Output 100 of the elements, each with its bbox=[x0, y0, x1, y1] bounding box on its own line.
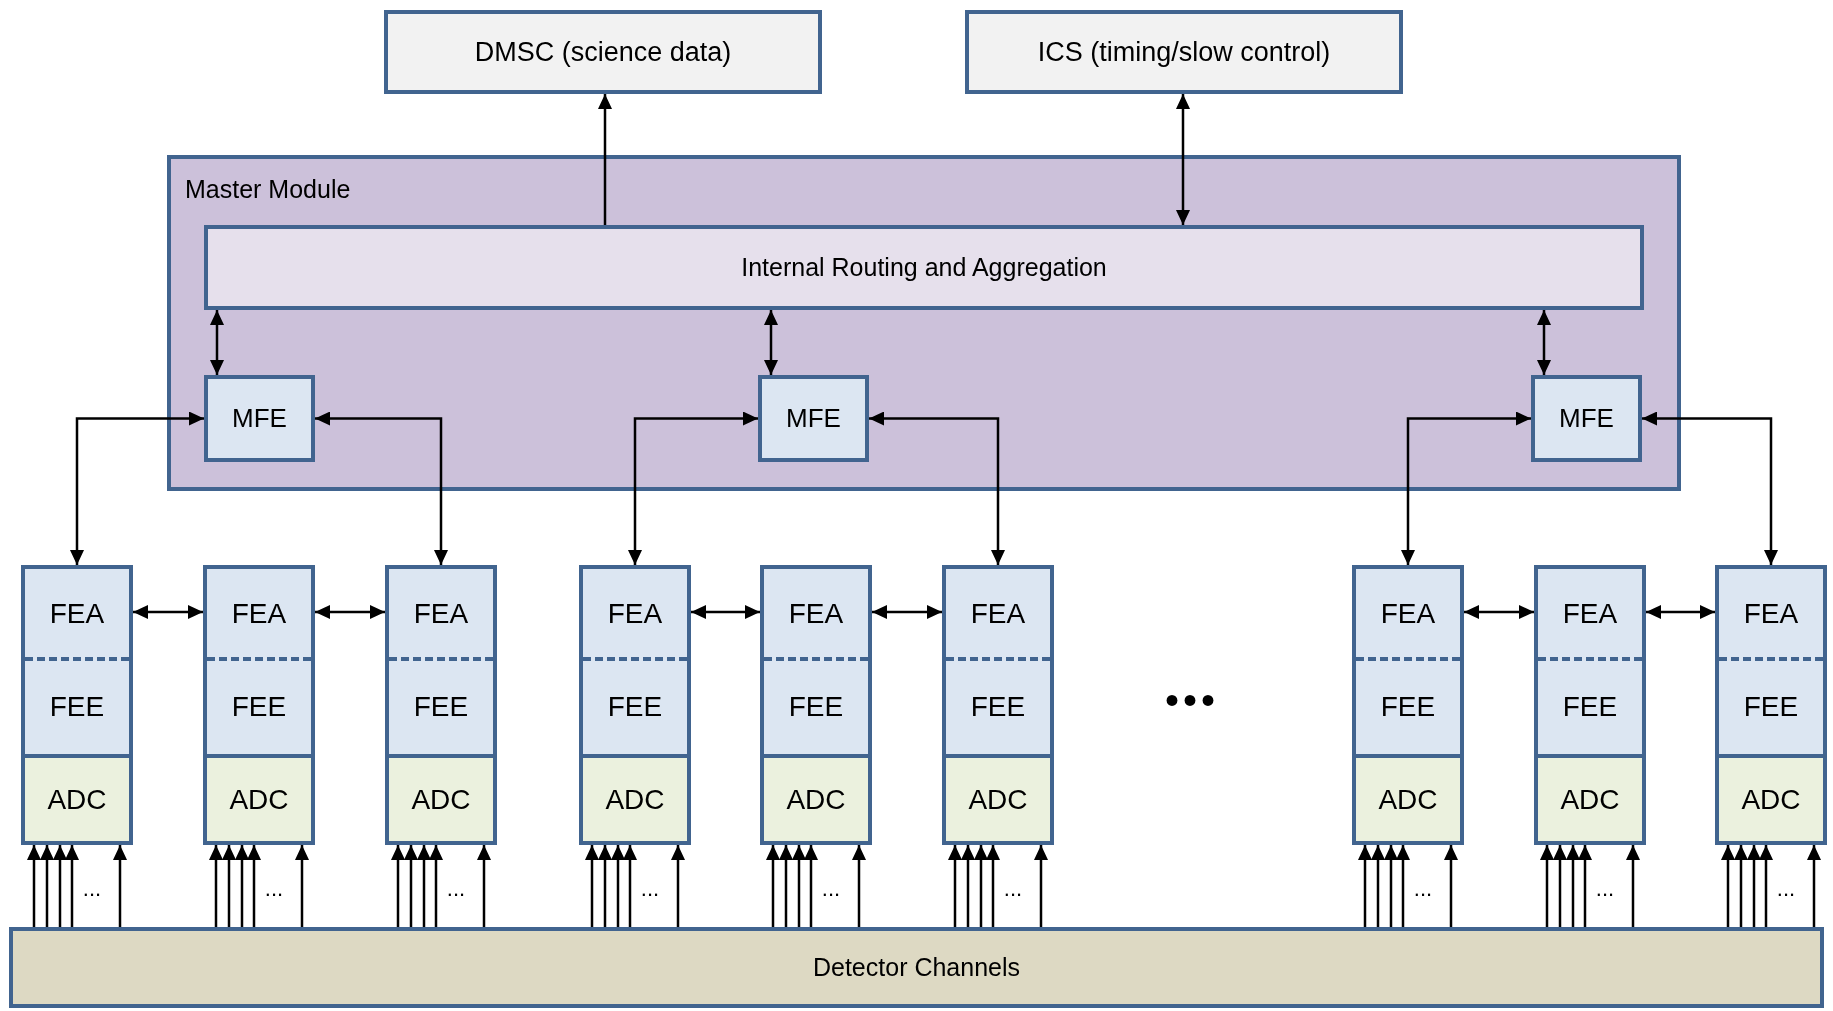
arrow bbox=[1396, 845, 1410, 927]
adc-section bbox=[21, 754, 133, 845]
double-arrow bbox=[1176, 94, 1190, 225]
arrow bbox=[1553, 845, 1567, 927]
fee-section bbox=[203, 659, 315, 754]
mfe-block bbox=[204, 375, 315, 462]
arrow bbox=[417, 845, 431, 927]
box-label: FEE bbox=[1743, 689, 1799, 724]
box-label: Internal Routing and Aggregation bbox=[741, 251, 1107, 283]
arrow bbox=[1747, 845, 1761, 927]
box-label: ADC bbox=[229, 782, 289, 817]
arrow bbox=[27, 845, 41, 927]
arrow bbox=[792, 845, 806, 927]
routing-block bbox=[204, 225, 1644, 310]
system-box bbox=[384, 10, 822, 94]
box-label: MFE bbox=[1559, 402, 1614, 435]
arrow bbox=[40, 845, 54, 927]
arrow bbox=[391, 845, 405, 927]
ellipsis-label: ... bbox=[640, 874, 660, 903]
arrow bbox=[1384, 845, 1398, 927]
adc-section bbox=[1352, 754, 1464, 845]
double-arrow bbox=[210, 310, 224, 375]
box-label: FEE bbox=[1380, 689, 1436, 724]
ellipsis-label: ••• bbox=[1165, 677, 1219, 724]
box-label: ADC bbox=[605, 782, 665, 817]
ellipsis-label: ... bbox=[1413, 874, 1433, 903]
arrow bbox=[1371, 845, 1385, 927]
box-label: ADC bbox=[47, 782, 107, 817]
arrow bbox=[598, 94, 612, 225]
adc-section bbox=[579, 754, 691, 845]
box-label: FEA bbox=[231, 597, 287, 631]
box-label: Detector Channels bbox=[812, 951, 1021, 983]
adc-section bbox=[385, 754, 497, 845]
arrow bbox=[779, 845, 793, 927]
box-label: FEA bbox=[1380, 597, 1436, 631]
arrow bbox=[429, 845, 443, 927]
double-arrow bbox=[315, 411, 448, 565]
arrow bbox=[295, 845, 309, 927]
box-label: ADC bbox=[786, 782, 846, 817]
panel-heading: Master Module bbox=[185, 174, 351, 205]
box-label: FEA bbox=[413, 597, 469, 631]
mfe-block bbox=[758, 375, 869, 462]
ellipsis-label: ... bbox=[1003, 874, 1023, 903]
arrow bbox=[1566, 845, 1580, 927]
double-arrow bbox=[1642, 411, 1778, 565]
arrow bbox=[1034, 845, 1048, 927]
box-label: FEE bbox=[413, 689, 469, 724]
arrow bbox=[1444, 845, 1458, 927]
arrow bbox=[1540, 845, 1554, 927]
fee-section bbox=[385, 659, 497, 754]
ellipsis-label: ... bbox=[1595, 874, 1615, 903]
double-arrow bbox=[1464, 605, 1534, 619]
ellipsis-label: ... bbox=[821, 874, 841, 903]
arrow bbox=[766, 845, 780, 927]
ellipsis-label: ... bbox=[1776, 874, 1796, 903]
fea-section bbox=[942, 565, 1054, 659]
arrow bbox=[235, 845, 249, 927]
fee-section bbox=[1715, 659, 1827, 754]
double-arrow bbox=[872, 605, 942, 619]
arrow bbox=[585, 845, 599, 927]
double-arrow bbox=[1401, 411, 1531, 565]
fea-section bbox=[21, 565, 133, 659]
arrow bbox=[1578, 845, 1592, 927]
box-label: FEE bbox=[970, 689, 1026, 724]
fea-section bbox=[1715, 565, 1827, 659]
box-label: FEA bbox=[970, 597, 1026, 631]
arrow bbox=[1807, 845, 1821, 927]
double-arrow bbox=[133, 605, 203, 619]
arrow bbox=[53, 845, 67, 927]
adc-section bbox=[1534, 754, 1646, 845]
box-label: FEE bbox=[1562, 689, 1618, 724]
box-label: MFE bbox=[786, 402, 841, 435]
arrow bbox=[804, 845, 818, 927]
arrow bbox=[1734, 845, 1748, 927]
ellipsis-label: ... bbox=[446, 874, 466, 903]
arrow bbox=[611, 845, 625, 927]
arrow bbox=[477, 845, 491, 927]
adc-section bbox=[760, 754, 872, 845]
box-label: FEE bbox=[607, 689, 663, 724]
arrow bbox=[247, 845, 261, 927]
fee-section bbox=[760, 659, 872, 754]
box-label: FEE bbox=[788, 689, 844, 724]
double-arrow bbox=[1646, 605, 1715, 619]
fea-section bbox=[203, 565, 315, 659]
arrow bbox=[671, 845, 685, 927]
arrow bbox=[598, 845, 612, 927]
arrow bbox=[1721, 845, 1735, 927]
fee-section bbox=[942, 659, 1054, 754]
detector-bar bbox=[9, 927, 1824, 1008]
box-label: ADC bbox=[968, 782, 1028, 817]
arrow bbox=[623, 845, 637, 927]
box-label: ADC bbox=[1560, 782, 1620, 817]
arrow bbox=[1626, 845, 1640, 927]
fea-section bbox=[1534, 565, 1646, 659]
ellipsis-label: ... bbox=[264, 874, 284, 903]
fee-section bbox=[1352, 659, 1464, 754]
box-label: FEA bbox=[788, 597, 844, 631]
arrow bbox=[852, 845, 866, 927]
arrow bbox=[113, 845, 127, 927]
system-box bbox=[965, 10, 1403, 94]
